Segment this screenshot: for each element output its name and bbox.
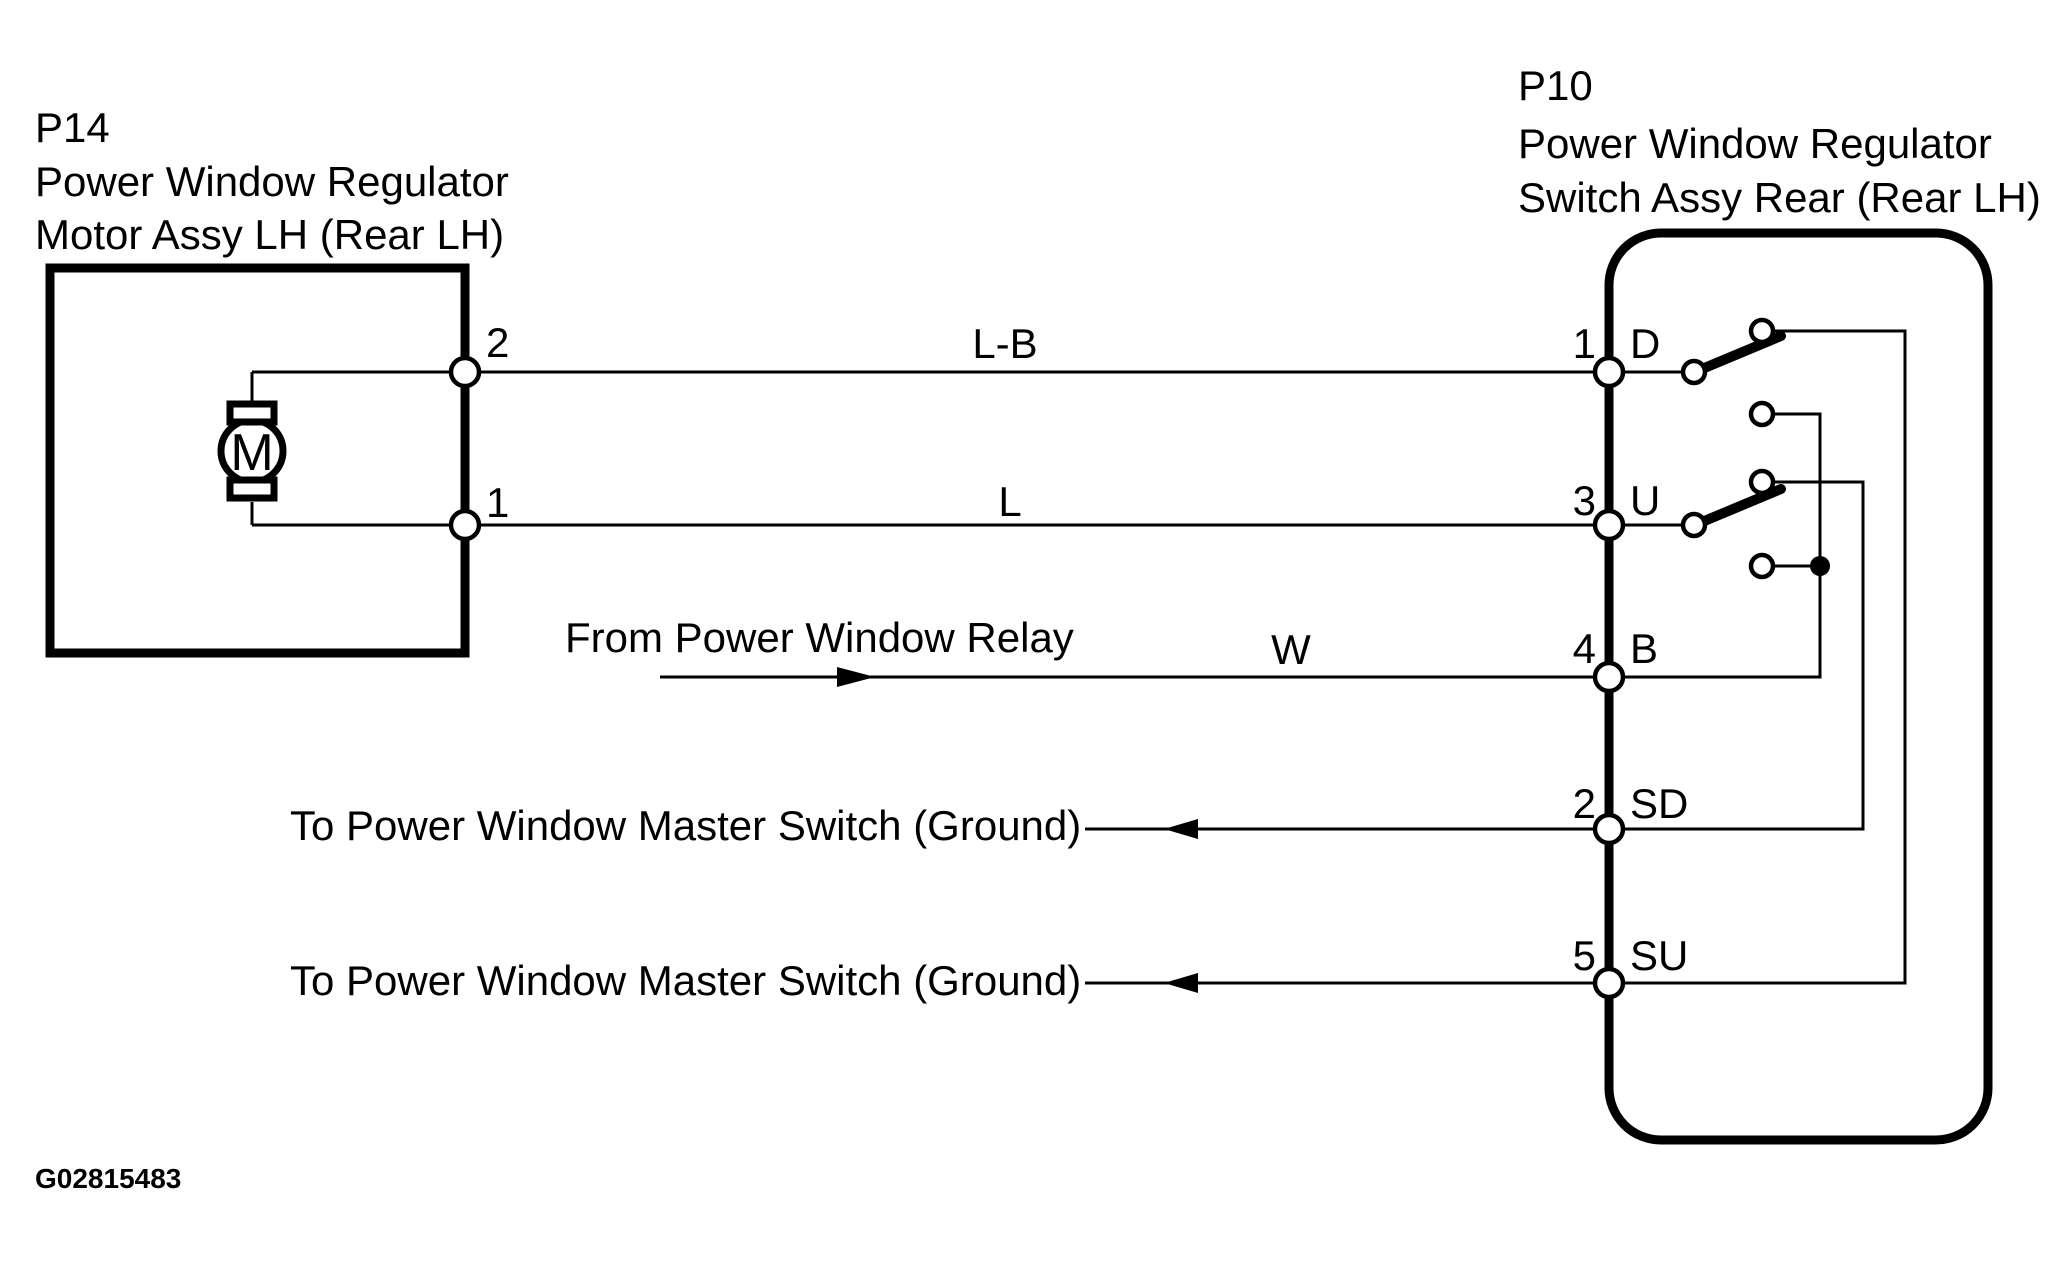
- switch-blade-up: [1697, 484, 1786, 527]
- p10-name-line1: Power Window Regulator: [1518, 120, 1992, 167]
- wire-label-lb: L-B: [972, 320, 1037, 367]
- p10-pin-4-circle: [1592, 660, 1626, 694]
- arrow-right-icon: [837, 667, 875, 687]
- figure-id: G02815483: [35, 1163, 181, 1194]
- p10-pin-5-number: 5: [1573, 932, 1596, 979]
- p14-name-line1: Power Window Regulator: [35, 158, 509, 205]
- wire-label-l: L: [998, 478, 1021, 525]
- p10-pin-b-label: B: [1630, 625, 1658, 672]
- switch-contact-circle: [1748, 317, 1776, 345]
- wire-sd-to-u-contact: [1085, 480, 1865, 831]
- motor-symbol-label: M: [230, 424, 273, 482]
- p10-pin-u-label: U: [1630, 477, 1660, 524]
- p14-pin-1-number: 1: [486, 479, 509, 526]
- p10-pin-2-number: 2: [1573, 780, 1596, 827]
- arrow-left-icon: [1164, 973, 1198, 993]
- switch-common-d-circle: [1680, 358, 1708, 386]
- junction-dot: [1810, 556, 1830, 576]
- p14-motor-box: [45, 263, 470, 658]
- switch-contact-circle: [1748, 400, 1776, 428]
- p14-pin-2-number: 2: [486, 319, 509, 366]
- ground-note-sd: To Power Window Master Switch (Ground): [290, 802, 1081, 849]
- switch-contact-circle: [1748, 468, 1776, 496]
- wire-w-to-b-contact: [660, 412, 1822, 679]
- p14-ref: P14: [35, 104, 110, 151]
- motor-brush-top: [226, 400, 278, 426]
- p10-pin-5-circle: [1592, 966, 1626, 1000]
- p14-pin-2-circle: [448, 355, 482, 389]
- p10-switch-body: [1604, 228, 1993, 1145]
- ground-note-su: To Power Window Master Switch (Ground): [290, 957, 1081, 1004]
- motor-brush-bottom: [226, 476, 278, 502]
- p10-pin-2-circle: [1592, 812, 1626, 846]
- p14-pin-1-circle: [448, 508, 482, 542]
- relay-source-note: From Power Window Relay: [565, 614, 1074, 661]
- p10-pin-3-circle: [1592, 508, 1626, 542]
- p10-pin-1-circle: [1592, 355, 1626, 389]
- p10-pin-4-number: 4: [1573, 625, 1596, 672]
- arrow-left-icon: [1164, 819, 1198, 839]
- wire-label-w: W: [1271, 626, 1311, 673]
- wire-su-to-d-contact: [1085, 329, 1907, 985]
- p10-pin-1-number: 1: [1573, 320, 1596, 367]
- p10-pin-sd-label: SD: [1630, 780, 1688, 827]
- p10-pin-3-number: 3: [1573, 477, 1596, 524]
- p10-pin-d-label: D: [1630, 320, 1660, 367]
- switch-common-u-circle: [1680, 511, 1708, 539]
- p10-name-line2: Switch Assy Rear (Rear LH): [1518, 174, 2041, 221]
- p14-name-line2: Motor Assy LH (Rear LH): [35, 211, 504, 258]
- switch-contact-circle: [1748, 552, 1776, 580]
- p10-pin-su-label: SU: [1630, 932, 1688, 979]
- p10-ref: P10: [1518, 62, 1593, 109]
